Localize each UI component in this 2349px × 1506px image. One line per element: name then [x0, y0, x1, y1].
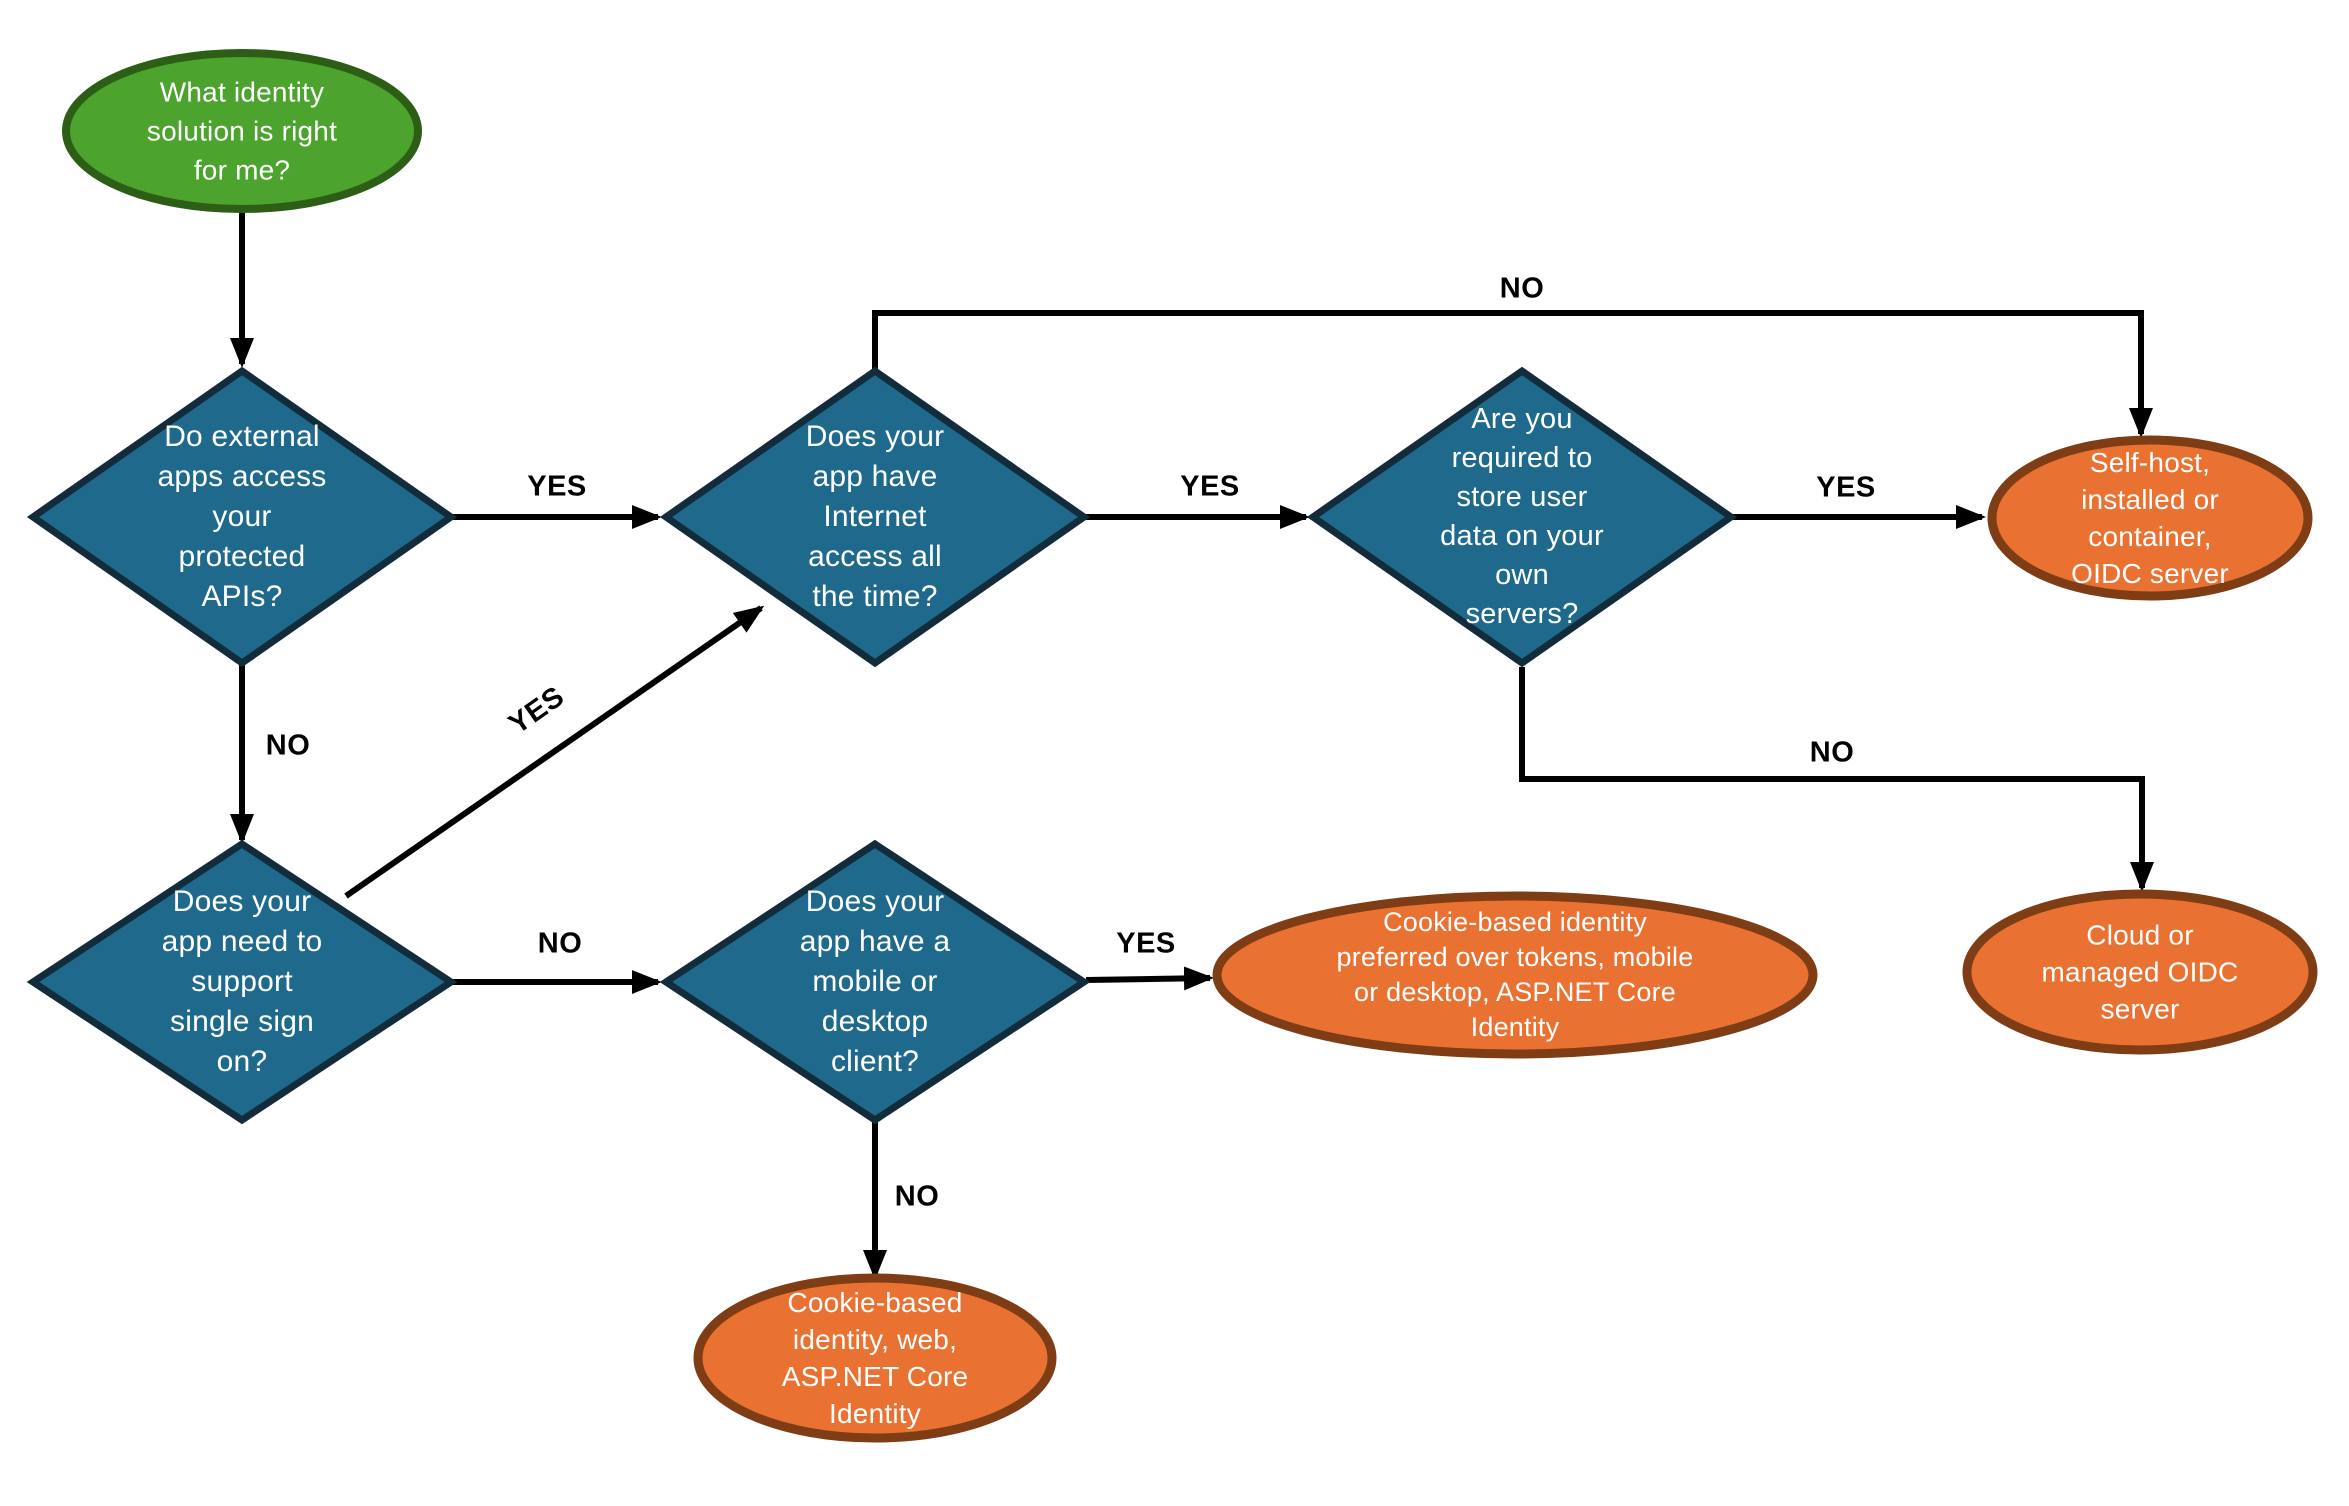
node-start-ellipse	[62, 49, 422, 213]
edge-label-sso-no: NO	[537, 927, 583, 960]
edge-store-data-no	[1519, 667, 2154, 892]
edge-label-store-data-no: NO	[1809, 736, 1855, 769]
question-store-data-label: Are you required to store user data on y…	[1440, 403, 1604, 630]
node-question-store-data	[1306, 366, 1738, 668]
node-question-sso	[26, 839, 458, 1125]
question-internet-label: Does your app have Internet access all t…	[805, 420, 945, 613]
edge-mobile-desktop-yes	[1085, 966, 1214, 991]
result-cookie-mobile-label: Cookie-based identity preferred over tok…	[1336, 907, 1694, 1042]
edge-label-mobile-desktop-no: NO	[894, 1180, 940, 1213]
node-question-internet	[659, 366, 1091, 668]
question-external-apis-label: Do external apps access your protected A…	[157, 420, 327, 613]
edge-label-internet-yes: YES	[1180, 470, 1240, 503]
edge-sso-yes-diagonal	[344, 605, 765, 899]
result-cookie-web-label: Cookie-based identity, web, ASP.NET Core…	[781, 1287, 969, 1429]
node-result-selfhost	[1987, 435, 2313, 601]
edge-label-external-apis-no: NO	[265, 729, 311, 762]
node-result-cloud	[1962, 889, 2318, 1055]
node-question-mobile-desktop	[659, 839, 1091, 1125]
node-question-external-apis	[26, 366, 458, 668]
edge-internet-no-top-route	[872, 310, 2153, 438]
result-cloud-label: Cloud or managed OIDC server	[2041, 919, 2239, 1025]
question-sso-label: Does your app need to support single sig…	[161, 885, 323, 1078]
node-result-cookie-mobile	[1212, 891, 1818, 1059]
start-node-label: What identity solution is right for me?	[146, 76, 338, 186]
edge-label-mobile-desktop-yes: YES	[1116, 927, 1176, 960]
edge-label-store-data-yes: YES	[1816, 471, 1876, 504]
edge-label-external-apis-yes: YES	[527, 470, 587, 503]
question-mobile-desktop-label: Does your app have a mobile or desktop c…	[799, 885, 951, 1078]
edge-label-internet-no: NO	[1499, 272, 1545, 305]
node-result-cookie-web	[693, 1273, 1057, 1443]
result-selfhost-label: Self-host, installed or container, OIDC …	[2071, 447, 2229, 589]
